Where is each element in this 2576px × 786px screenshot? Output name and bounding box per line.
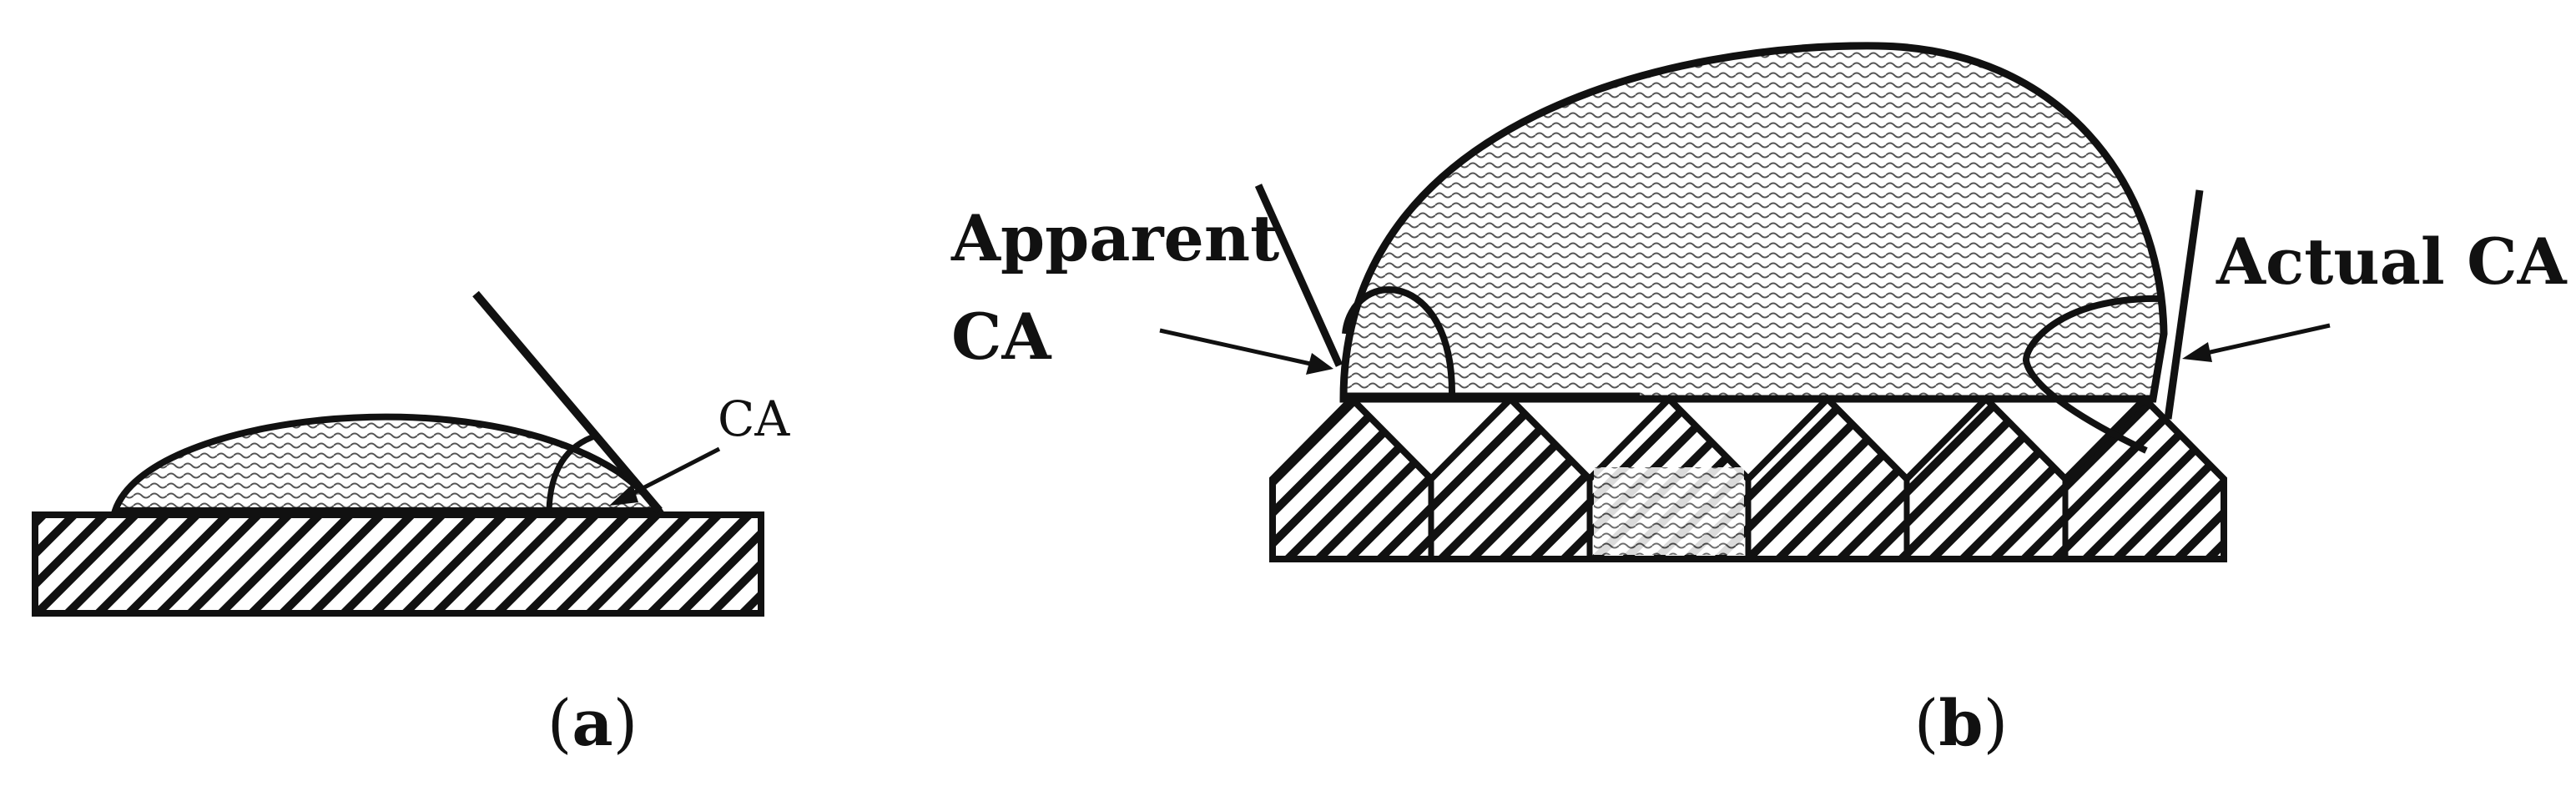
apparent-label-line1: Apparent <box>950 201 1279 275</box>
caption-a: (a) <box>547 686 638 760</box>
panel-a: CA <box>32 290 790 617</box>
caption-b-letter: b <box>1938 686 1983 760</box>
ca-arrowhead-a <box>609 484 638 506</box>
ca-label-a: CA <box>718 390 790 447</box>
apparent-angle-arc <box>1342 286 1456 397</box>
droplet-b <box>1339 42 2168 403</box>
actual-tangent-line <box>2164 189 2204 420</box>
droplet-a <box>110 413 666 514</box>
actual-label: Actual CA <box>2216 224 2568 299</box>
groove-liquid <box>1594 467 1744 555</box>
apparent-tangent-line <box>1254 184 1343 367</box>
actual-angle-arc <box>2022 295 2164 454</box>
apparent-arrow <box>1159 328 1315 367</box>
caption-a-letter: a <box>572 686 612 760</box>
actual-arrowhead <box>2182 342 2212 362</box>
flat-substrate <box>32 511 764 617</box>
actual-arrow <box>2202 323 2331 356</box>
ca-arrow-a <box>620 446 721 501</box>
panel-b: Apparent CA Actual CA <box>950 42 2568 562</box>
caption-b: (b) <box>1914 686 2008 760</box>
tangent-line-a <box>472 290 663 514</box>
angle-arc-a <box>546 432 598 511</box>
apparent-label-line2: CA <box>951 300 1051 374</box>
substrate-columns <box>1428 479 2069 559</box>
apparent-arrowhead <box>1306 353 1333 375</box>
